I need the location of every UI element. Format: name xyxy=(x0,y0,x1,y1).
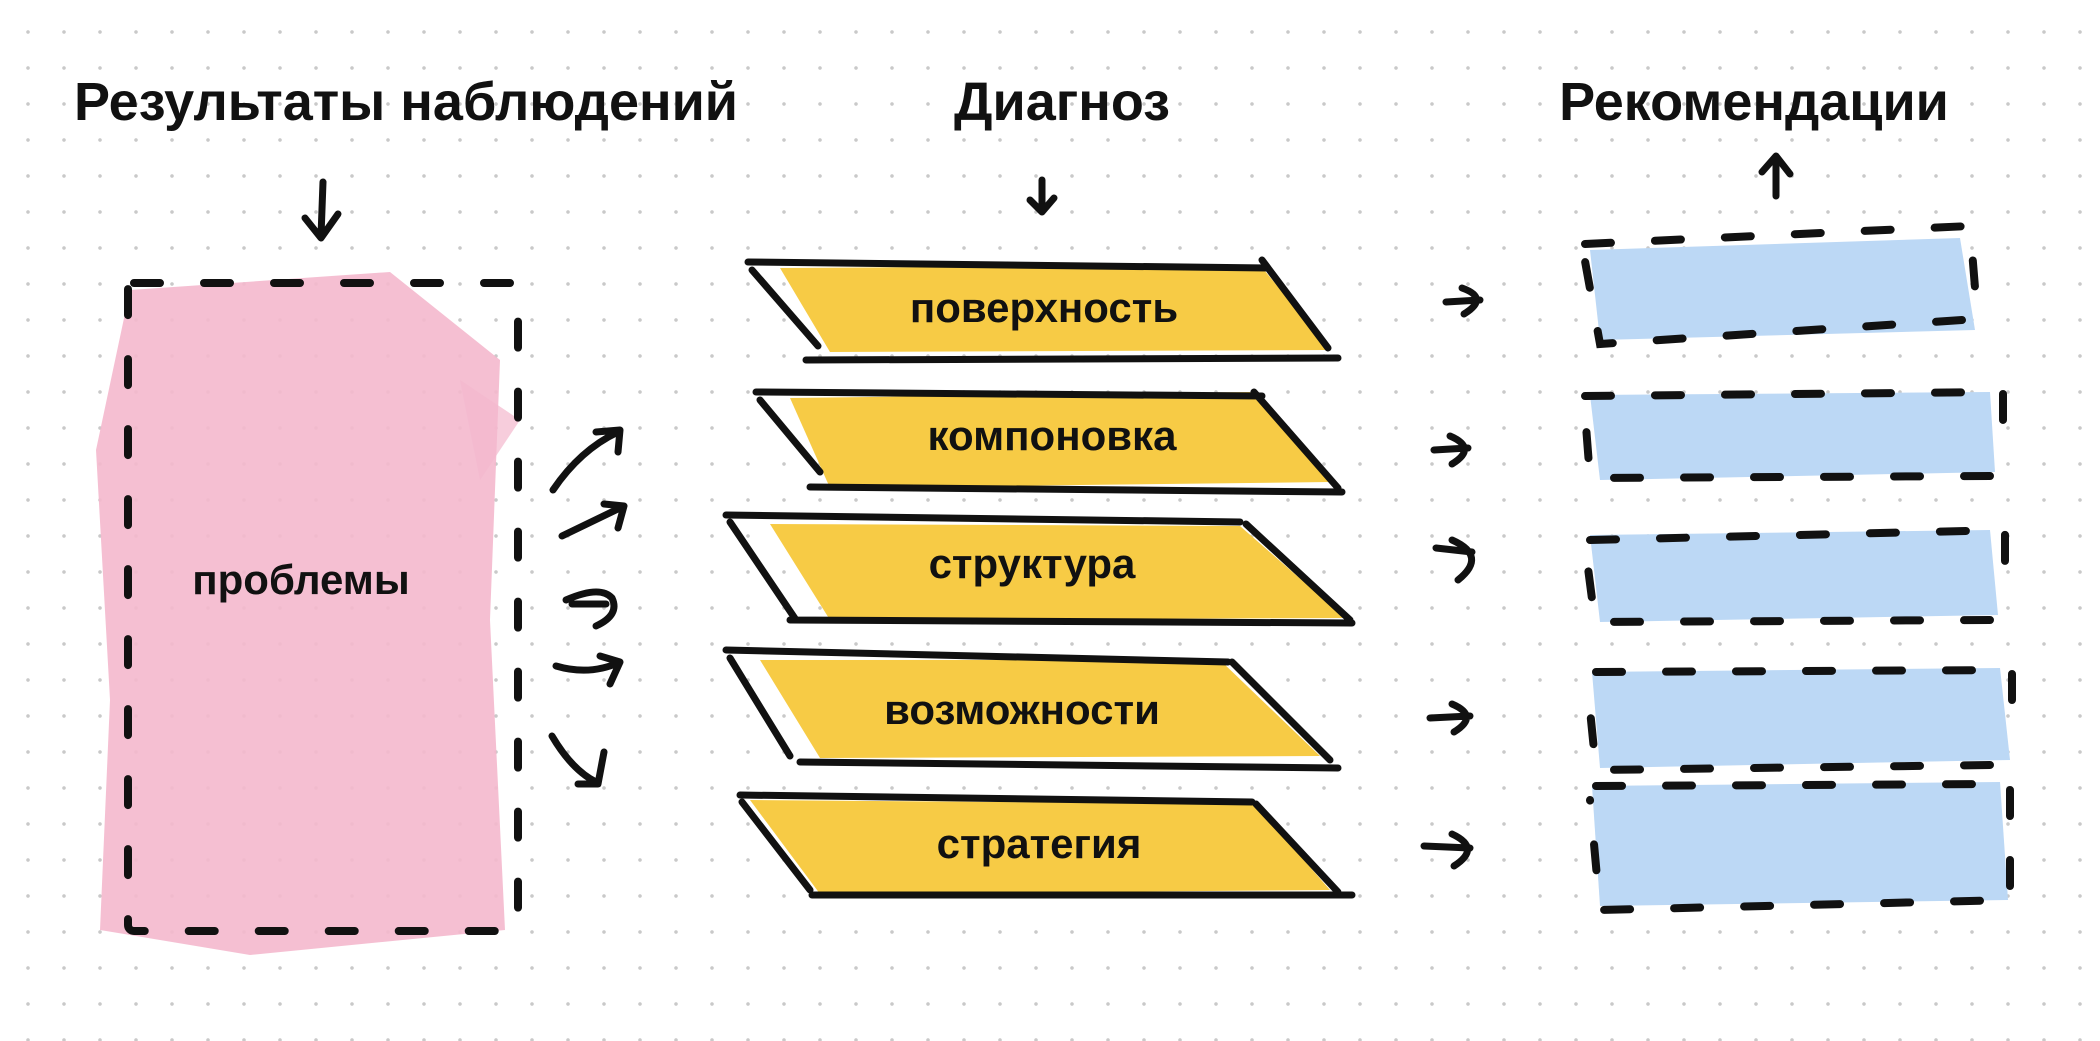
arrow-right-icon xyxy=(552,652,624,688)
arrow-right-icon xyxy=(562,588,618,630)
layer-label: стратегия xyxy=(937,820,1142,867)
diagnosis-layer-capabilities: возможности xyxy=(722,646,1342,772)
diagnosis-layer-surface: поверхность xyxy=(744,256,1342,364)
layer-label: возможности xyxy=(884,686,1160,733)
diagnosis-title: Диагноз xyxy=(954,72,1170,132)
arrow-right-icon xyxy=(1426,700,1474,736)
problems-box: проблемы xyxy=(96,272,522,955)
recommendation-box xyxy=(1580,387,2007,483)
recommendation-box xyxy=(1581,525,2009,627)
layer-label: поверхность xyxy=(910,284,1178,331)
recommendations-title: Рекомендации xyxy=(1559,72,1949,132)
recommendation-box xyxy=(1579,221,1980,349)
recommendation-box xyxy=(1584,665,2016,775)
arrow-right-icon xyxy=(1430,432,1472,468)
fan-arrows xyxy=(548,426,628,788)
diagnosis-layer-structure: структура xyxy=(722,511,1356,627)
arrow-down-icon xyxy=(301,178,342,242)
layer-label: структура xyxy=(929,540,1136,587)
observations-title: Результаты наблюдений xyxy=(74,72,738,132)
diagnosis-layer-layout: компоновка xyxy=(752,388,1346,496)
arrow-up-right-icon xyxy=(558,500,628,540)
diagnosis-layer-strategy: стратегия xyxy=(736,791,1356,899)
arrow-down-icon xyxy=(1026,176,1058,216)
arrow-up-right-icon xyxy=(549,426,624,494)
arrow-right-icon xyxy=(1420,830,1474,870)
recommendation-box xyxy=(1586,779,2014,915)
problems-label: проблемы xyxy=(192,556,409,603)
arrow-right-icon xyxy=(1442,284,1484,318)
arrow-down-right-icon xyxy=(548,732,608,788)
arrow-right-icon xyxy=(1432,536,1476,584)
arrow-up-icon xyxy=(1758,152,1794,200)
layer-label: компоновка xyxy=(928,412,1178,459)
